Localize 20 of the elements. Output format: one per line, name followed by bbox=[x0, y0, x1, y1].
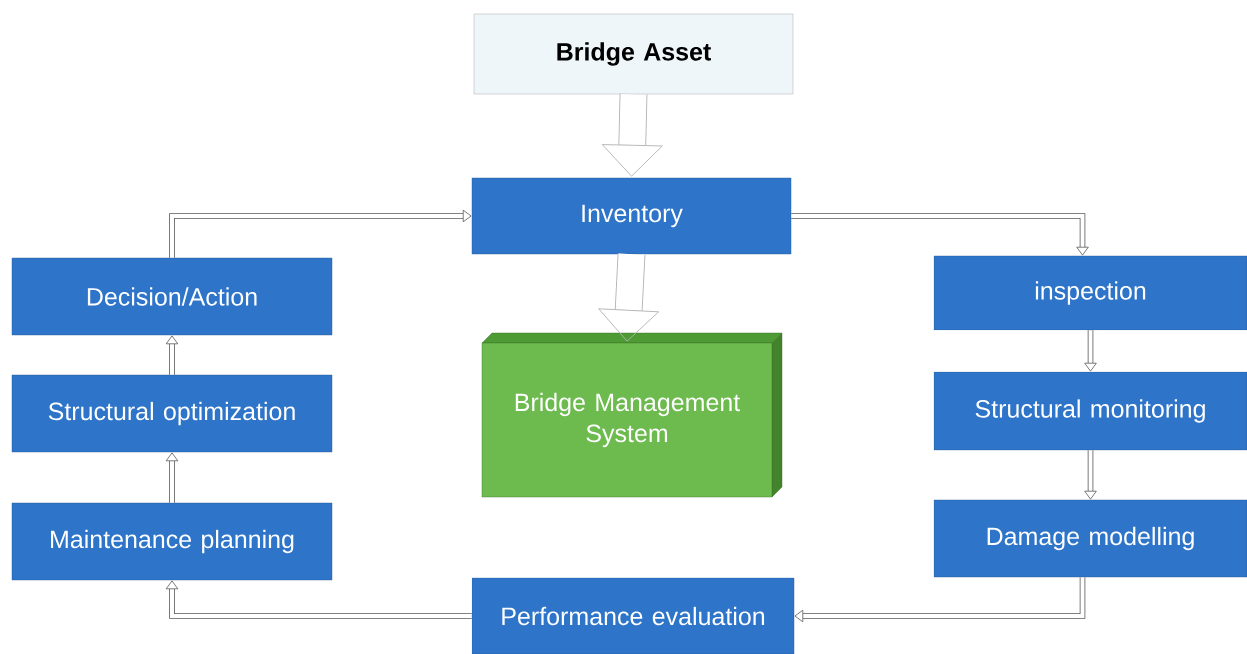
arrow bbox=[794, 577, 1086, 623]
arrow bbox=[1084, 330, 1097, 372]
process-box: Decision/Action bbox=[11, 257, 333, 336]
arrow bbox=[165, 335, 179, 375]
arrow bbox=[598, 253, 660, 342]
process-box: Structural monitoring bbox=[933, 371, 1247, 451]
process-box: Performance evaluation bbox=[471, 577, 795, 654]
arrow bbox=[169, 209, 472, 258]
process-box: Structural optimization bbox=[11, 374, 333, 453]
process-box: Inventory bbox=[471, 177, 792, 255]
process-box: Damage modelling bbox=[933, 499, 1247, 578]
title-box: Bridge Asset bbox=[473, 13, 794, 95]
process-box: Maintenance planning bbox=[11, 502, 333, 581]
process-box: inspection bbox=[933, 255, 1247, 331]
arrow bbox=[165, 580, 472, 619]
system-block: Bridge Management System bbox=[481, 332, 783, 498]
arrow bbox=[165, 452, 179, 503]
arrow bbox=[791, 213, 1089, 256]
arrow bbox=[601, 93, 663, 177]
arrow bbox=[1084, 450, 1097, 500]
